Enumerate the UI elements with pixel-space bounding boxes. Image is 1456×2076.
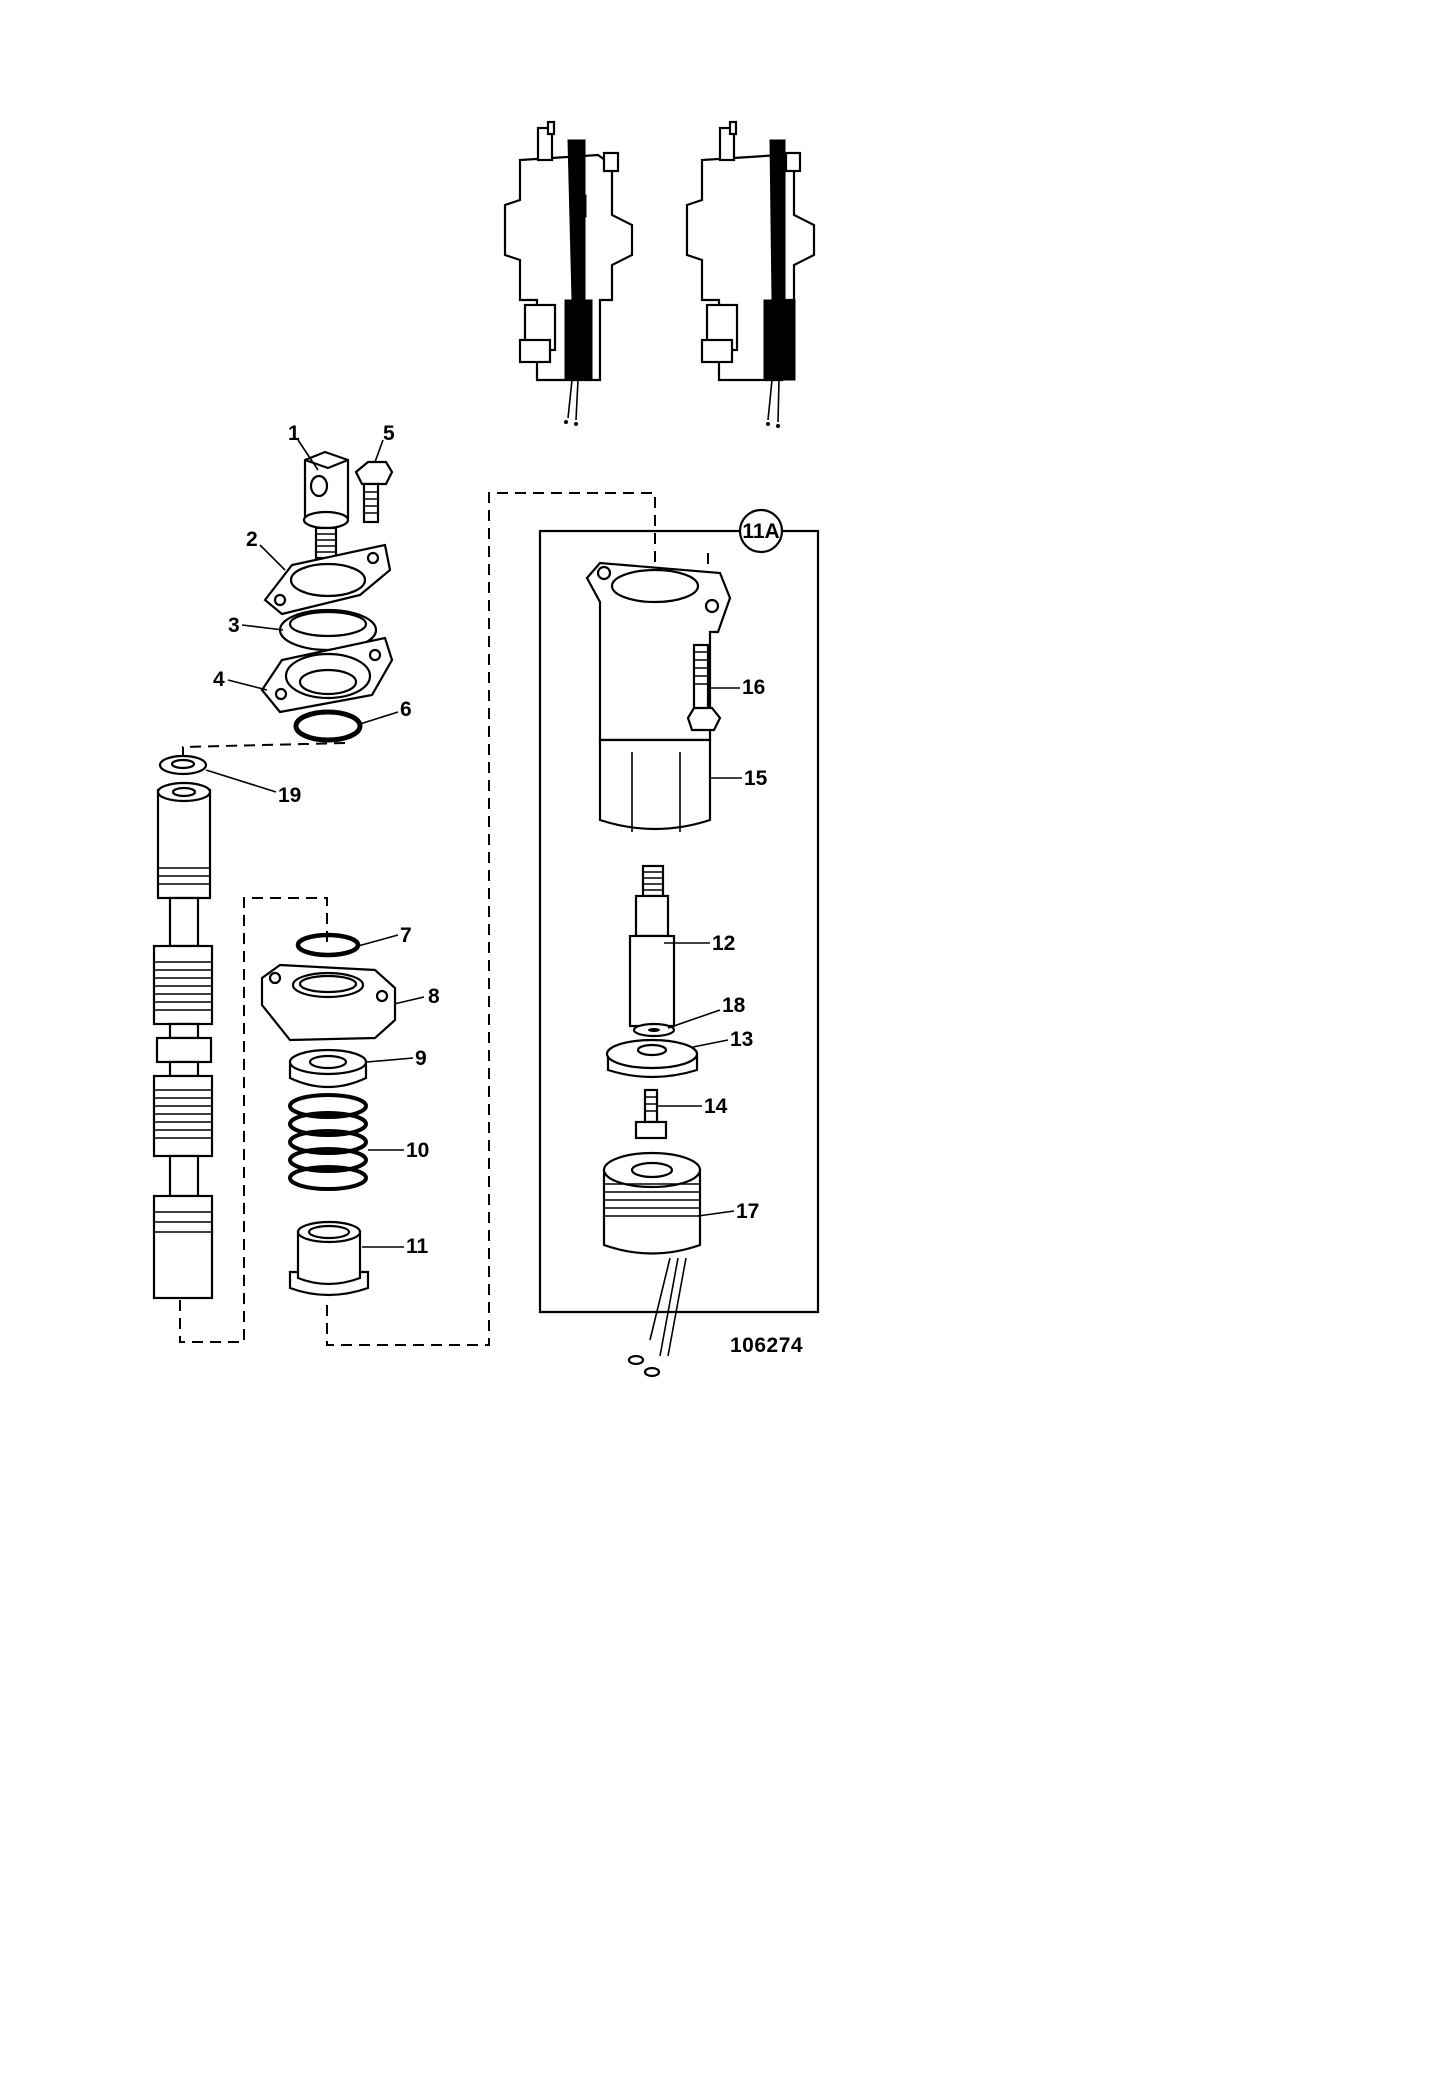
callout-13: 13 [730, 1028, 753, 1051]
part-coil-17 [602, 1151, 702, 1378]
part-bushing-11 [288, 1220, 370, 1297]
callout-8: 8 [428, 985, 440, 1008]
part-screw-14 [634, 1088, 668, 1140]
callout-6: 6 [400, 698, 412, 721]
part-spring-10 [288, 1093, 368, 1191]
callout-10: 10 [406, 1139, 429, 1162]
callout-14: 14 [704, 1095, 728, 1118]
callout-17: 17 [736, 1200, 759, 1223]
part-oring-6 [293, 709, 363, 743]
kit-label-11a: 11A [742, 520, 779, 543]
callout-19: 19 [278, 784, 301, 807]
part-bolt-5 [354, 460, 394, 524]
kit-label-circle [738, 508, 784, 554]
part-bolt-16 [686, 643, 722, 732]
part-gasket-2 [263, 543, 392, 616]
callout-3: 3 [228, 614, 240, 637]
leader-lines [205, 439, 742, 1248]
part-spool [152, 781, 214, 1300]
callout-5: 5 [383, 422, 395, 445]
valve-assembly-view-right [685, 120, 816, 428]
callout-1: 1 [288, 422, 300, 445]
part-clevis-1 [302, 450, 350, 560]
part-oring-7 [295, 932, 361, 958]
part-ring-3 [278, 608, 378, 652]
valve-assembly-view-left [503, 120, 634, 426]
callout-15: 15 [744, 767, 768, 790]
callout-7: 7 [400, 924, 412, 947]
callout-labels: 1 2 3 4 5 6 7 8 9 10 11 12 13 14 15 16 1… [213, 422, 803, 1357]
part-housing-8 [260, 963, 397, 1042]
figure-number: 106274 [730, 1334, 803, 1357]
callout-18: 18 [722, 994, 746, 1017]
kit-bracket-11a [538, 508, 820, 1314]
part-shaft-12 [628, 864, 676, 1028]
callout-9: 9 [415, 1047, 427, 1070]
exploded-parts-diagram: 1 2 3 4 5 6 7 8 9 10 11 12 13 14 15 16 1… [152, 120, 820, 1378]
callout-11: 11 [406, 1235, 429, 1258]
part-seat-9 [288, 1048, 368, 1089]
part-disc-13 [605, 1038, 699, 1079]
part-ring-18 [632, 1022, 676, 1038]
callout-16: 16 [742, 676, 765, 699]
callout-4: 4 [213, 668, 225, 691]
callout-2: 2 [246, 528, 258, 551]
part-washer-19 [158, 754, 208, 776]
part-flange-4 [260, 636, 394, 714]
callout-12: 12 [712, 932, 735, 955]
